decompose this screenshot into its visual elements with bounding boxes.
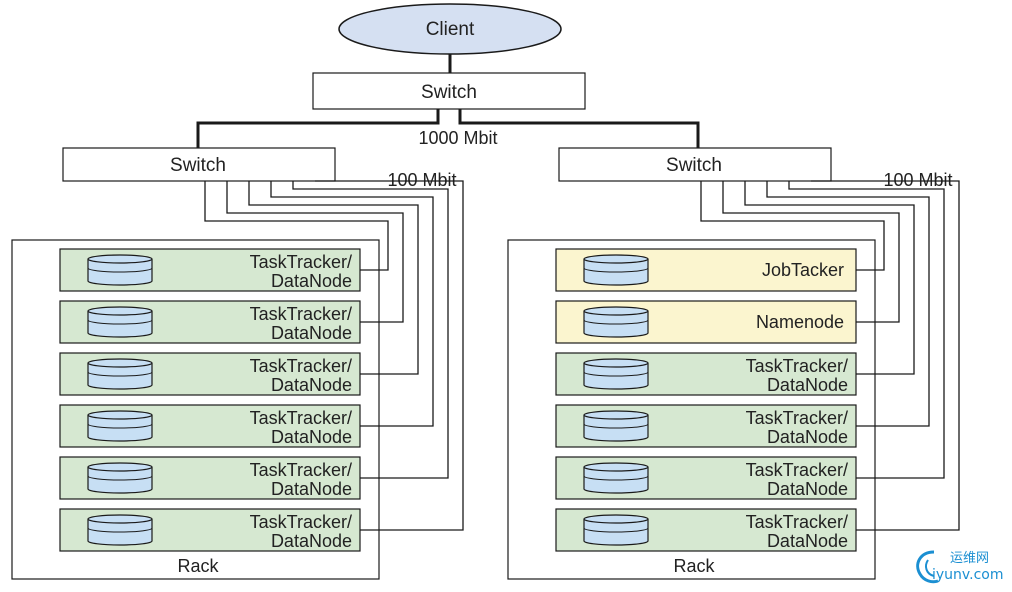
worker-node: TaskTracker/DataNode [555, 508, 857, 552]
disk-icon [87, 254, 153, 286]
link-speed-label: 100 Mbit [883, 170, 952, 190]
disk-icon [87, 410, 153, 442]
node-label-line2: DataNode [767, 531, 848, 551]
node-label-line1: TaskTracker/ [746, 512, 848, 532]
node-label-line1: TaskTracker/ [250, 252, 352, 272]
network-cable [248, 181, 419, 375]
node-label-line1: TaskTracker/ [746, 460, 848, 480]
network-cable [788, 181, 945, 479]
node-label-line1: TaskTracker/ [746, 356, 848, 376]
network-cable [700, 181, 885, 271]
client-label: Client [426, 19, 475, 40]
rack-switch-box [62, 147, 336, 182]
node-label: Namenode [756, 312, 844, 332]
uplink-label: 1000 Mbit [418, 128, 497, 148]
disk-icon [583, 410, 649, 442]
worker-node: TaskTracker/DataNode [59, 404, 361, 448]
core-links [196, 109, 700, 150]
worker-node: TaskTracker/DataNode [59, 300, 361, 344]
disk-icon [583, 254, 649, 286]
network-cable [204, 181, 389, 271]
rack-switch-box [558, 147, 832, 182]
node-label-line2: DataNode [767, 427, 848, 447]
worker-node: TaskTracker/DataNode [555, 404, 857, 448]
node-label-line2: DataNode [271, 531, 352, 551]
disk-icon [87, 306, 153, 338]
node-label-line1: TaskTracker/ [250, 356, 352, 376]
rack-frame [507, 239, 876, 580]
disk-icon [87, 514, 153, 546]
rack-switch-label: Switch [170, 155, 226, 176]
node-label-line1: TaskTracker/ [746, 408, 848, 428]
node-label-line2: DataNode [271, 271, 352, 291]
cloud-logo-icon: 运维网 iyunv.com [916, 550, 1003, 584]
worker-node: TaskTracker/DataNode [59, 456, 361, 500]
node-label-line1: TaskTracker/ [250, 512, 352, 532]
network-cable [744, 181, 915, 375]
network-cable [722, 181, 900, 323]
disk-icon [583, 306, 649, 338]
disk-icon [583, 462, 649, 494]
node-label-line2: DataNode [271, 427, 352, 447]
node-label-line1: TaskTracker/ [250, 408, 352, 428]
disk-icon [87, 462, 153, 494]
core-switch: Switch [312, 72, 586, 110]
core-switch-box [312, 72, 586, 110]
worker-node: TaskTracker/DataNode [59, 352, 361, 396]
network-cable [292, 181, 449, 479]
network-cable [226, 181, 404, 323]
master-node: JobTacker [555, 248, 857, 292]
worker-node: TaskTracker/DataNode [59, 248, 361, 292]
network-cable [811, 180, 960, 531]
watermark-line2: iyunv.com [932, 567, 1003, 583]
watermark-line1: 运维网 [950, 551, 989, 566]
rack-label: Rack [673, 556, 715, 576]
worker-node: TaskTracker/DataNode [555, 456, 857, 500]
node-label-line2: DataNode [271, 375, 352, 395]
core-switch-label: Switch [421, 82, 477, 103]
network-cable [315, 180, 464, 531]
node-label-line2: DataNode [767, 375, 848, 395]
watermark: 运维网 iyunv.com [912, 546, 1010, 586]
node-label-line1: TaskTracker/ [250, 304, 352, 324]
disk-icon [583, 358, 649, 390]
network-cable [270, 181, 434, 427]
rack-frame [11, 239, 380, 580]
rack-switch-label: Switch [666, 155, 722, 176]
node-label: JobTacker [762, 260, 844, 280]
node-label-line2: DataNode [271, 323, 352, 343]
network-cable [766, 181, 930, 427]
worker-node: TaskTracker/DataNode [555, 352, 857, 396]
worker-node: TaskTracker/DataNode [59, 508, 361, 552]
node-label-line1: TaskTracker/ [250, 460, 352, 480]
client: Client [338, 3, 562, 55]
master-node: Namenode [555, 300, 857, 344]
rack-label: Rack [177, 556, 219, 576]
disk-icon [583, 514, 649, 546]
node-label-line2: DataNode [767, 479, 848, 499]
link-speed-label: 100 Mbit [387, 170, 456, 190]
disk-icon [87, 358, 153, 390]
node-label-line2: DataNode [271, 479, 352, 499]
